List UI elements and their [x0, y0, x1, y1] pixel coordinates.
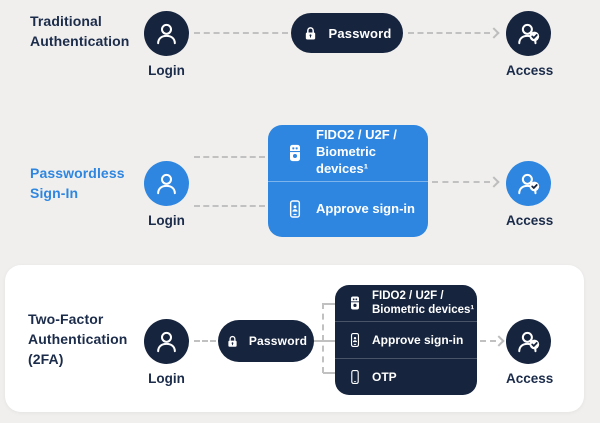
connector-login-approve: [194, 205, 265, 207]
title-line: Sign-In: [30, 184, 79, 201]
method-approve-sign-in: Approve sign-in: [268, 180, 428, 238]
method-label-line: Biometric devices¹: [372, 304, 475, 316]
access-node: [506, 11, 551, 56]
method-fido2-label: FIDO2 / U2F / Biometric devices¹: [372, 289, 474, 318]
title-line: (2FA): [28, 350, 64, 367]
connector-methods-access: [480, 340, 496, 342]
method-otp: OTP: [335, 358, 477, 395]
two-factor-title: Two-Factor Authentication (2FA): [28, 310, 127, 370]
connector-password-branch: [314, 340, 323, 342]
person-check-icon: [515, 328, 542, 355]
person-icon: [153, 20, 180, 47]
person-icon: [153, 328, 180, 355]
access-label: Access: [506, 63, 554, 78]
security-key-icon: [285, 143, 305, 163]
title-line: Two-Factor: [28, 311, 104, 327]
password-step: Password: [291, 13, 403, 53]
branch-to-approve: [323, 340, 335, 342]
arrowhead-icon: [488, 176, 500, 188]
connector-password-access: [408, 32, 490, 34]
person-check-icon: [515, 20, 542, 47]
method-label-line: FIDO2 / U2F /: [316, 127, 397, 143]
login-node: [144, 161, 189, 206]
person-check-icon: [515, 170, 542, 197]
passwordless-title: Passwordless Sign-In: [30, 164, 125, 204]
title-line: Passwordless: [30, 165, 125, 181]
phone-user-icon: [347, 332, 363, 348]
login-label: Login: [148, 213, 185, 228]
access-label: Access: [506, 213, 554, 228]
password-step: Password: [218, 320, 314, 362]
security-key-icon: [347, 295, 363, 311]
branch-to-otp: [323, 372, 335, 374]
method-label-line: FIDO2 / U2F /: [372, 289, 444, 302]
lock-icon: [302, 25, 319, 42]
method-fido2: FIDO2 / U2F / Biometric devices¹: [268, 125, 428, 181]
login-label: Login: [148, 371, 185, 386]
access-node: [506, 161, 551, 206]
two-factor-methods-box: FIDO2 / U2F / Biometric devices¹ Approve…: [335, 285, 477, 395]
method-label-line: Biometric devices¹: [316, 144, 376, 177]
title-line: Traditional: [30, 13, 102, 29]
password-step-label: Password: [328, 25, 392, 41]
login-label: Login: [148, 63, 185, 78]
method-fido2-label: FIDO2 / U2F / Biometric devices¹: [316, 127, 428, 178]
title-line: Authentication: [30, 32, 130, 49]
login-node: [144, 11, 189, 56]
phone-user-icon: [285, 199, 305, 219]
title-line: Authentication: [28, 330, 128, 347]
method-approve-label: Approve sign-in: [316, 200, 415, 216]
lock-icon: [225, 334, 240, 349]
branch-line: [322, 303, 324, 373]
passwordless-methods-box: FIDO2 / U2F / Biometric devices¹ Approve…: [268, 125, 428, 237]
branch-to-fido2: [323, 303, 335, 305]
method-approve-sign-in: Approve sign-in: [335, 321, 477, 358]
password-step-label: Password: [248, 334, 308, 348]
arrowhead-icon: [488, 27, 500, 39]
smartphone-icon: [347, 369, 363, 385]
access-node: [506, 319, 551, 364]
method-fido2: FIDO2 / U2F / Biometric devices¹: [335, 285, 477, 321]
connector-login-password: [194, 340, 216, 342]
access-label: Access: [506, 371, 554, 386]
connector-login-fido2: [194, 156, 265, 158]
person-icon: [153, 170, 180, 197]
traditional-auth-title: Traditional Authentication: [30, 12, 129, 52]
method-approve-label: Approve sign-in: [372, 332, 464, 347]
login-node: [144, 319, 189, 364]
connector-login-password: [194, 32, 288, 34]
connector-methods-access: [432, 181, 490, 183]
method-otp-label: OTP: [372, 369, 397, 384]
